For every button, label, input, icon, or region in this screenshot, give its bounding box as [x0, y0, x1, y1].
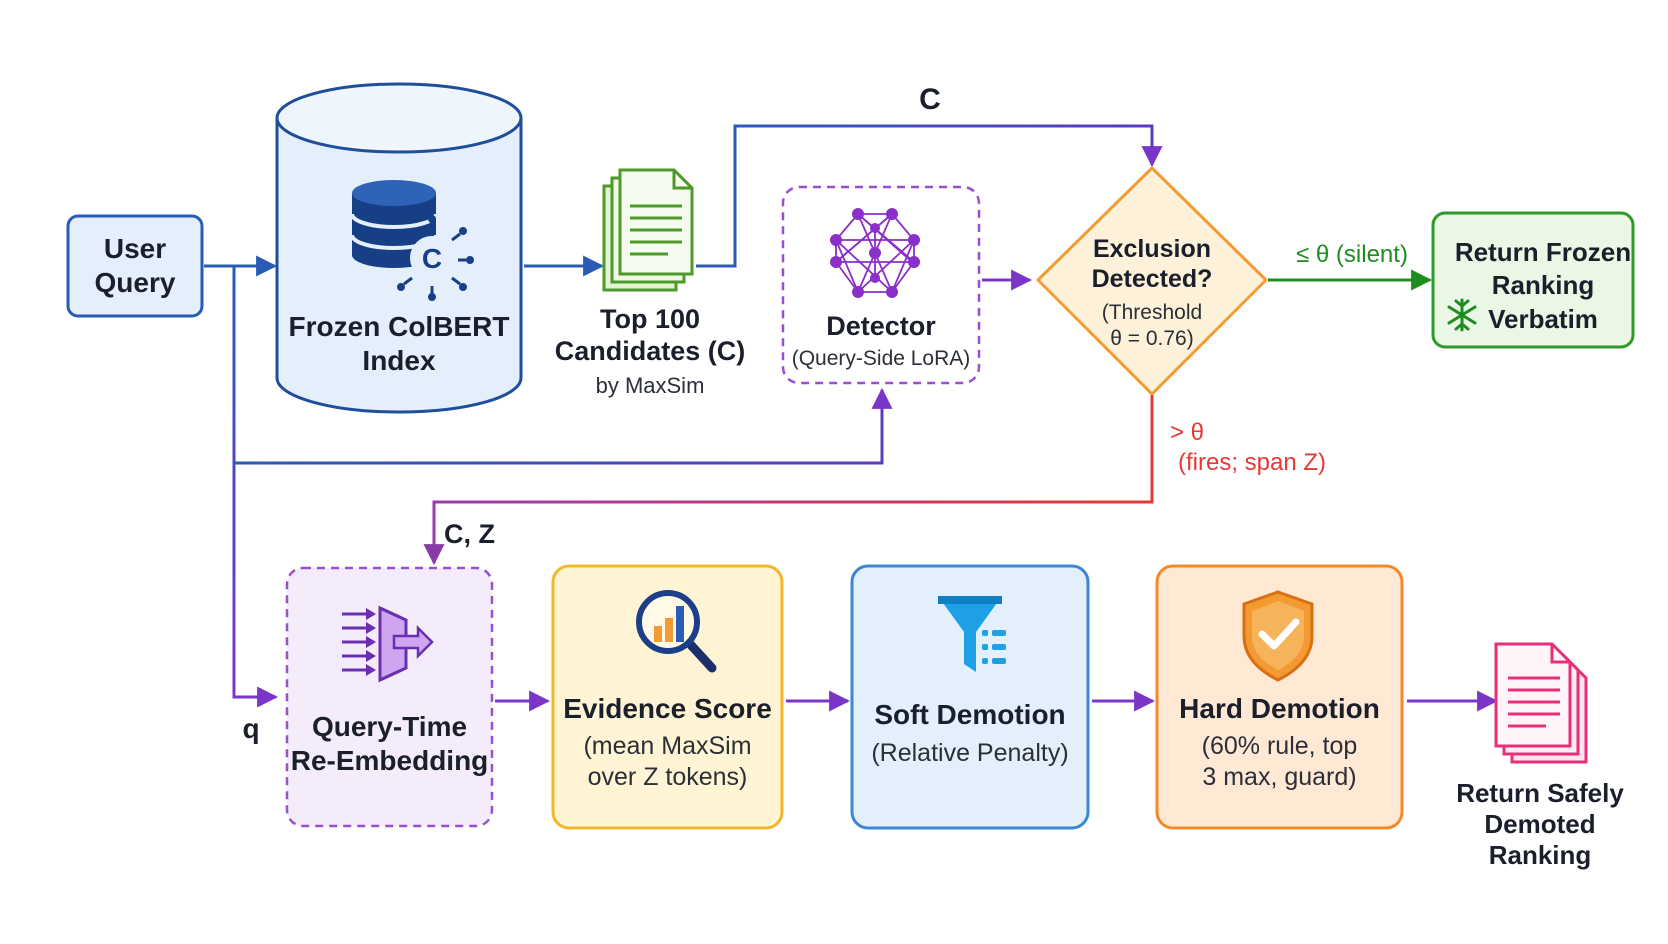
soft-title: Soft Demotion — [874, 699, 1066, 730]
return-frozen-line3: Verbatim — [1488, 303, 1598, 334]
edge-cz-label: C, Z — [444, 519, 495, 549]
candidates-line2: Candidates (C) — [554, 336, 746, 367]
hard-title: Hard Demotion — [1179, 693, 1380, 724]
hard-sub-line2: 3 max, guard) — [1202, 763, 1357, 792]
detector-title: Detector — [826, 311, 936, 341]
return-frozen-label: Return Frozen Ranking Verbatim — [1453, 236, 1633, 336]
decision-line1: Exclusion — [1092, 235, 1212, 263]
svg-text:C: C — [422, 243, 442, 274]
edge-c-label: C — [919, 83, 941, 116]
decision-diamond — [1036, 166, 1268, 396]
edge-query-trunk — [232, 266, 279, 708]
return-safe-line2: Demoted Ranking — [1484, 809, 1596, 871]
snowflake-icon — [1447, 298, 1477, 332]
document-stack-icon — [602, 168, 694, 292]
candidates-label: Top 100 Candidates (C) — [550, 303, 750, 368]
edge-fires-label: > θ (fires; span Z) — [1170, 418, 1390, 478]
user-query-line1: User — [103, 233, 167, 264]
edge-candidates-to-decision — [696, 124, 1163, 268]
arrows-merge-icon — [342, 605, 434, 683]
candidates-line1: Top 100 — [599, 304, 701, 334]
reembed-box — [285, 566, 494, 828]
hard-box — [1155, 564, 1404, 830]
shield-check-icon — [1242, 590, 1314, 682]
evidence-title: Evidence Score — [563, 693, 772, 724]
decision-sub-line1: (Threshold — [1101, 301, 1203, 324]
decision-sub: (Threshold θ = 0.76) — [1062, 300, 1242, 353]
edge-fires-line1: > θ — [1170, 419, 1205, 446]
evidence-box — [551, 564, 784, 830]
hard-sub-line1: (60% rule, top — [1201, 732, 1358, 760]
reembed-line2: Re-Embedding — [290, 744, 489, 776]
return-safe-line1: Return Safely — [1456, 778, 1624, 808]
user-query-label: User Query — [68, 232, 202, 299]
decision-title: Exclusion Detected? — [1062, 234, 1242, 294]
user-query-box — [66, 214, 204, 318]
evidence-sub: (mean MaxSim over Z tokens) — [553, 731, 782, 794]
edge-query-to-detector — [234, 387, 893, 465]
decision-sub-line2: θ = 0.76) — [1110, 327, 1194, 351]
candidates-sub: by MaxSim — [595, 373, 705, 398]
decision-line2: Detected? — [1091, 265, 1213, 293]
funnel-icon — [938, 596, 1006, 672]
return-frozen-line2: Ranking — [1491, 270, 1595, 301]
detector-sub: (Query-Side LoRA) — [791, 347, 971, 370]
return-frozen-box — [1431, 211, 1635, 349]
magnifier-chart-icon — [636, 590, 717, 673]
reembed-line1: Query-Time — [311, 711, 468, 742]
index-label: Frozen ColBERT Index — [277, 310, 521, 377]
database-icon: C — [350, 180, 474, 301]
pink-document-stack-icon — [1494, 642, 1588, 764]
return-frozen-line1: Return Frozen — [1454, 237, 1632, 267]
evidence-sub-line1: (mean MaxSim — [583, 732, 752, 760]
edge-silent-label: ≤ θ (silent) — [1296, 241, 1408, 268]
index-line2: Index — [362, 344, 436, 376]
index-line1: Frozen ColBERT — [288, 311, 510, 342]
edge-fires-line2: (fires; span Z) — [1178, 449, 1327, 476]
evidence-sub-line2: over Z tokens) — [587, 763, 748, 792]
edge-q-label: q — [242, 713, 260, 744]
hard-sub: (60% rule, top 3 max, guard) — [1157, 731, 1402, 794]
return-safe-label: Return Safely Demoted Ranking — [1430, 778, 1650, 872]
edge-fires — [423, 395, 1154, 566]
soft-sub: (Relative Penalty) — [871, 739, 1069, 767]
soft-box — [850, 564, 1090, 830]
neural-network-icon — [830, 208, 920, 298]
user-query-line2: Query — [94, 266, 176, 298]
reembed-label: Query-Time Re-Embedding — [287, 710, 492, 777]
